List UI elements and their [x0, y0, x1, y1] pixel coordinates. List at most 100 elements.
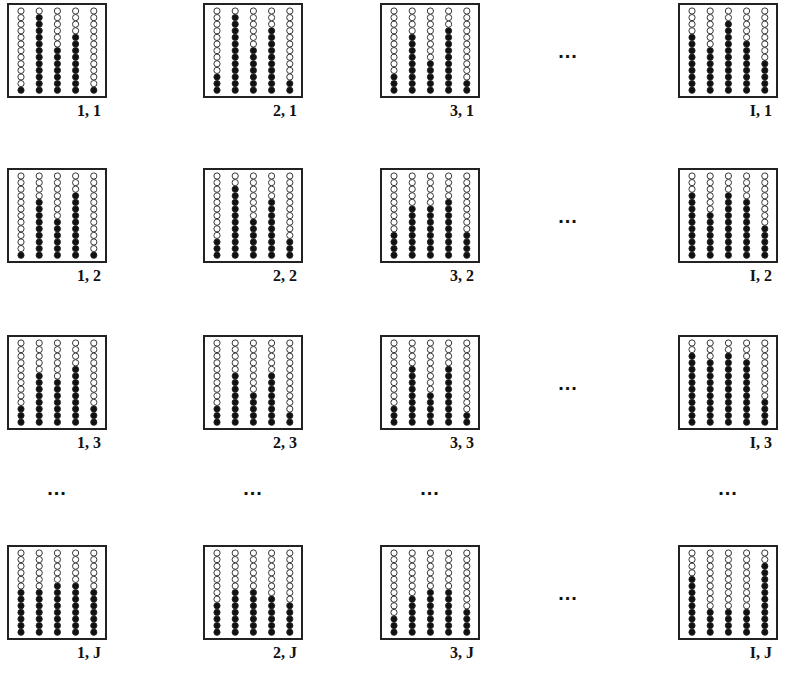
bead: [54, 557, 60, 563]
bead: [250, 623, 256, 629]
bead: [391, 609, 397, 615]
bead: [91, 226, 97, 232]
bead: [269, 87, 275, 93]
panel-frame: [7, 3, 107, 98]
bead: [762, 629, 768, 635]
bead: [707, 399, 713, 405]
bead: [689, 219, 695, 225]
bead: [250, 570, 256, 576]
bead: [18, 15, 24, 21]
bead: [73, 380, 79, 386]
bead: [73, 590, 79, 596]
bead: [391, 246, 397, 252]
panel-label: 3, 2: [450, 268, 474, 284]
bead: [464, 213, 470, 219]
bead: [689, 48, 695, 54]
bead: [725, 583, 731, 589]
bead: [725, 173, 731, 179]
bead: [446, 87, 452, 93]
bead: [250, 406, 256, 412]
bead: [232, 48, 238, 54]
bead: [214, 596, 220, 602]
bead: [446, 74, 452, 80]
panel-frame: [203, 545, 303, 640]
bead: [250, 81, 256, 87]
bead: [744, 557, 750, 563]
bead: [232, 219, 238, 225]
bead: [409, 406, 415, 412]
bead: [214, 252, 220, 258]
bead: [73, 609, 79, 615]
bead: [91, 399, 97, 405]
bead: [269, 219, 275, 225]
bead: [91, 386, 97, 392]
bead: [744, 393, 750, 399]
bead: [689, 252, 695, 258]
bead: [725, 232, 731, 238]
bead: [409, 199, 415, 205]
bead: [287, 213, 293, 219]
bead: [707, 199, 713, 205]
bead: [269, 15, 275, 21]
bead: [287, 353, 293, 359]
bead: [762, 186, 768, 192]
bead: [707, 629, 713, 635]
bead: [269, 623, 275, 629]
bead: [54, 246, 60, 252]
bead: [250, 596, 256, 602]
bead: [391, 206, 397, 212]
bead: [54, 34, 60, 40]
bead: [725, 347, 731, 353]
bead: [446, 232, 452, 238]
bead: [250, 21, 256, 27]
bead: [689, 54, 695, 60]
bead: [54, 28, 60, 34]
bead: [744, 419, 750, 425]
bead: [744, 74, 750, 80]
bead: [232, 406, 238, 412]
bead: [409, 616, 415, 622]
bead: [409, 347, 415, 353]
bead: [287, 576, 293, 582]
bead: [409, 353, 415, 359]
panel-frame: [203, 168, 303, 263]
bead: [762, 406, 768, 412]
bead: [464, 239, 470, 245]
bead: [725, 28, 731, 34]
bead: [18, 373, 24, 379]
bead: [250, 213, 256, 219]
bead: [18, 74, 24, 80]
bead: [725, 246, 731, 252]
bead: [446, 366, 452, 372]
bead: [762, 393, 768, 399]
bead: [36, 570, 42, 576]
bead: [744, 347, 750, 353]
bead: [391, 366, 397, 372]
bead: [464, 87, 470, 93]
bead: [725, 48, 731, 54]
bead: [707, 570, 713, 576]
bead: [464, 232, 470, 238]
bead: [391, 340, 397, 346]
bead: [54, 186, 60, 192]
bead: [214, 34, 220, 40]
bead: [725, 353, 731, 359]
bead: [18, 21, 24, 27]
bead: [391, 61, 397, 67]
bead: [446, 596, 452, 602]
bead: [91, 419, 97, 425]
bead: [91, 232, 97, 238]
bead: [409, 413, 415, 419]
bead: [427, 616, 433, 622]
bead: [427, 563, 433, 569]
bead: [464, 21, 470, 27]
abacus-panel: I, J: [678, 545, 778, 640]
bead: [91, 406, 97, 412]
bead: [214, 15, 220, 21]
bead: [762, 226, 768, 232]
bead: [214, 193, 220, 199]
bead: [287, 226, 293, 232]
bead: [232, 360, 238, 366]
bead: [73, 373, 79, 379]
bead: [464, 219, 470, 225]
